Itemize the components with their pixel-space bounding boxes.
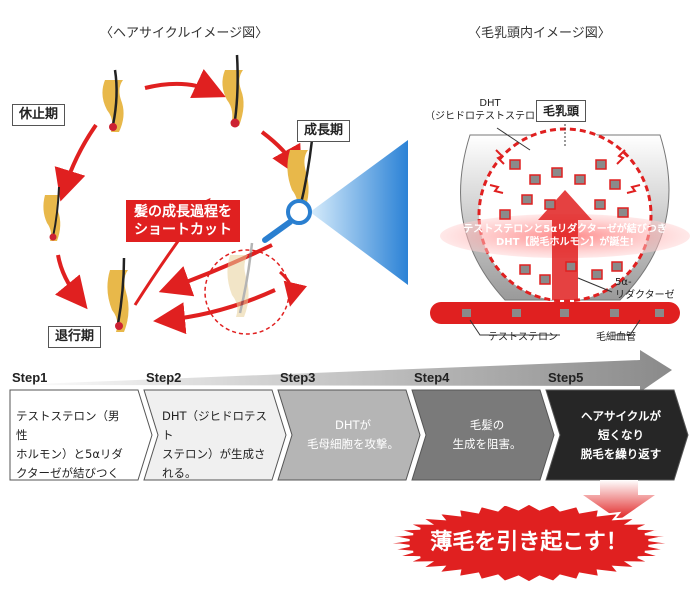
result-text: 薄毛を引き起こす！: [430, 530, 628, 555]
dht-label-line2: （ジヒドロテストステロン）: [425, 111, 555, 122]
step-5-line-3: 脱毛を繰り返す: [580, 446, 662, 461]
testosterone-label: テストステロン: [488, 332, 558, 343]
result-burst: [388, 502, 670, 584]
result-arrow: [583, 480, 655, 520]
step-1-line-3: クターゼが結びつく: [16, 465, 120, 480]
shortcut-line1: 髪の成長過程を: [134, 204, 232, 220]
papilla-label: 毛乳頭: [536, 100, 587, 122]
step-label-1: Step1: [12, 370, 48, 385]
stage-telogen-label: 休止期: [12, 104, 66, 126]
shortcut-callout: 髪の成長過程を ショートカット: [126, 200, 240, 242]
step-2-line-1: DHT（ジヒドロテスト: [162, 408, 268, 442]
step-4-line-1: 毛髪の: [469, 418, 505, 432]
binding-label: テストステロンと5αリダクターゼが結びつき DHT【脱毛ホルモン】が誕生!: [460, 223, 670, 249]
enzyme-line1: 5α-: [615, 277, 632, 288]
follicle-bottom: [107, 257, 129, 332]
step-label-4: Step4: [414, 370, 450, 385]
step-box-1: [9, 389, 153, 481]
binding-line1: テストステロンと5αリダクターゼが結びつき: [463, 224, 667, 235]
step-text-4: 毛髪の生成を阻害。: [430, 416, 544, 454]
step-boxes: [9, 389, 689, 481]
follicle-top-left: [102, 69, 124, 132]
capillary-molecules: [462, 309, 664, 317]
binding-line2: DHT【脱毛ホルモン】が誕生!: [495, 237, 635, 248]
shortcut-line2: ショートカット: [134, 222, 232, 238]
capillary-label: 毛細血管: [596, 332, 636, 343]
capillary-vessel: [430, 302, 680, 324]
stage-catagen-label: 退行期: [48, 326, 102, 348]
enzyme-label: 5α- リダクターゼ: [615, 276, 675, 302]
dht-label-line1: DHT: [479, 98, 501, 109]
step-label-3: Step3: [280, 370, 316, 385]
step-3-line-2: 毛母細胞を攻撃。: [307, 437, 399, 451]
step-2-line-2: ステロン）が生成さ: [162, 446, 266, 461]
step-box-5: [545, 389, 689, 481]
step-box-2: [143, 389, 287, 481]
magnifier-handle: [262, 219, 293, 243]
capillary-leader-lines: [469, 120, 641, 336]
step-box-4: [411, 389, 555, 481]
step-3-line-1: DHTが: [334, 418, 372, 432]
step-text-5: ヘアサイクルが短くなり脱毛を繰り返す: [564, 407, 678, 464]
step-text-3: DHTが毛母細胞を攻撃。: [296, 416, 410, 454]
step-text-1: テストステロン（男性ホルモン）と5αリダクターゼが結びつく: [16, 407, 130, 483]
step-label-5: Step5: [548, 370, 584, 385]
attack-sparks: [489, 149, 641, 194]
upward-arrow: [538, 190, 592, 300]
hair-cycle-title: 〈ヘアサイクルイメージ図〉: [100, 26, 269, 41]
cycle-arrows: [54, 69, 308, 335]
shortcut-highlight-circle: [204, 249, 290, 335]
step-box-3: [277, 389, 421, 481]
papilla-title: 〈毛乳頭内イメージ図〉: [468, 26, 611, 41]
step-text-2: DHT（ジヒドロテストステロン）が生成される。: [162, 407, 276, 483]
step-1-line-1: テストステロン（男性: [16, 408, 120, 442]
dht-label: DHT （ジヒドロテストステロン）: [425, 97, 555, 123]
follicle-top-right: [222, 54, 244, 128]
dht-molecules: [499, 159, 629, 285]
step-5-line-2: 短くなり: [598, 427, 644, 442]
follicle-left: [43, 186, 61, 241]
step-2-line-3: れる。: [162, 465, 197, 480]
step-5-line-1: ヘアサイクルが: [581, 408, 661, 423]
magnifier-beam: [310, 140, 408, 285]
magnifier-lens: [286, 199, 312, 225]
step-1-line-2: ホルモン）と5αリダ: [16, 446, 123, 461]
enzyme-line2: リダクターゼ: [615, 290, 675, 301]
follicle-faded: [227, 242, 254, 317]
step-label-2: Step2: [146, 370, 182, 385]
steps-progress-band: [10, 350, 672, 392]
step-4-line-2: 生成を阻害。: [452, 437, 522, 451]
stage-anagen-label: 成長期: [297, 120, 351, 142]
